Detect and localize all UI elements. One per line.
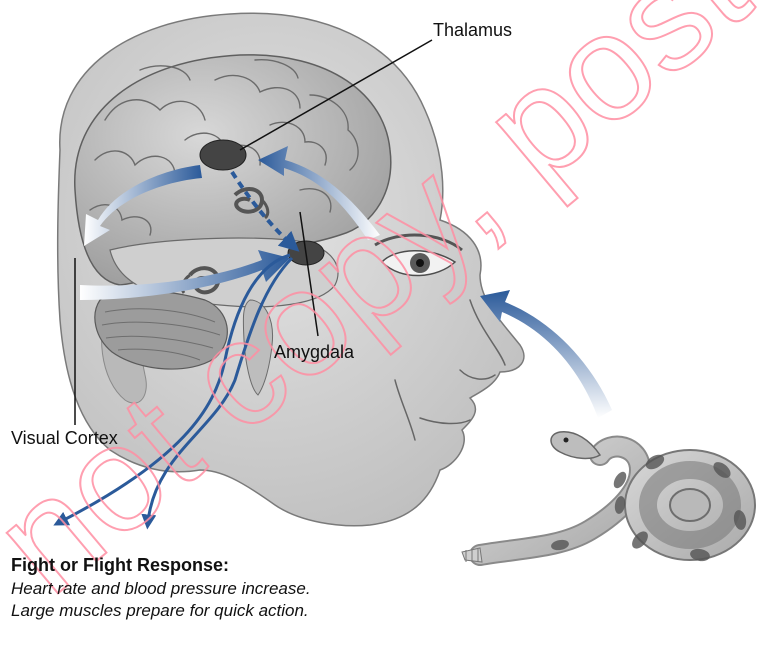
fight-or-flight-title: Fight or Flight Response:	[11, 554, 351, 576]
fight-or-flight-description: Heart rate and blood pressure increase. …	[11, 578, 341, 622]
visual-cortex-label: Visual Cortex	[11, 427, 118, 449]
amygdala-label: Amygdala	[274, 341, 354, 363]
thalamus-label: Thalamus	[433, 19, 512, 41]
rattlesnake	[462, 432, 755, 563]
fight-or-flight-caption: Fight or Flight Response: Heart rate and…	[11, 554, 351, 622]
thalamus-nucleus	[200, 140, 246, 170]
